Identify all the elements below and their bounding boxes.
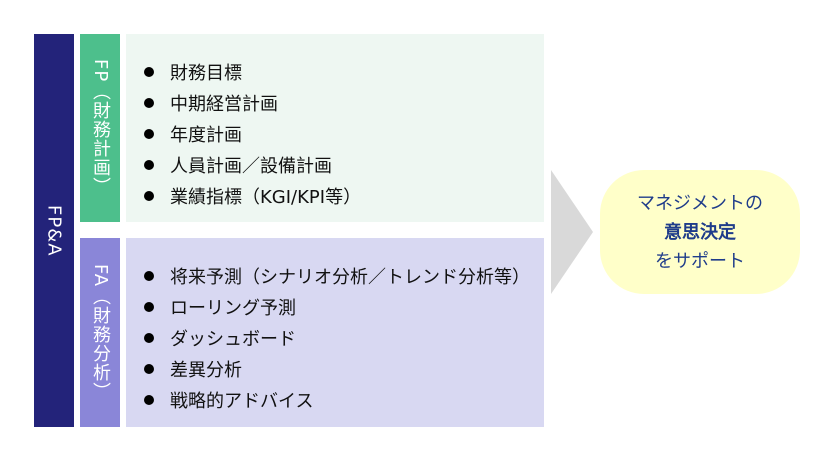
fa-item-label: ローリング予測 <box>170 297 296 319</box>
fa-item: 将来予測（シナリオ分析／トレンド分析等） <box>144 260 544 291</box>
bullet-icon <box>144 363 154 374</box>
fp-panel: 財務目標 中期経営計画 年度計画 人員計画／設備計画 業績指標（KGI/KPI等… <box>126 34 544 222</box>
fp-item: 業績指標（KGI/KPI等） <box>144 180 544 211</box>
fa-item: ローリング予測 <box>144 291 544 322</box>
fa-label: FA（財務分析） <box>90 263 111 401</box>
bullet-icon <box>144 66 154 77</box>
goal-line-3: をサポート <box>655 250 745 272</box>
fp-item-label: 人員計画／設備計画 <box>170 155 332 177</box>
fp-label: FP（財務計画） <box>90 59 111 197</box>
bullet-icon <box>144 159 154 170</box>
fpa-label: FP&A <box>43 204 65 257</box>
chevron-right-icon <box>551 170 593 294</box>
fa-item: ダッシュボード <box>144 322 544 353</box>
arrow-shape <box>551 170 593 294</box>
fa-panel: 将来予測（シナリオ分析／トレンド分析等） ローリング予測 ダッシュボード 差異分… <box>126 238 544 427</box>
fp-item: 人員計画／設備計画 <box>144 149 544 180</box>
bullet-icon <box>144 128 154 139</box>
fa-item-label: 将来予測（シナリオ分析／トレンド分析等） <box>170 266 530 288</box>
bullet-icon <box>144 190 154 201</box>
bullet-icon <box>144 97 154 108</box>
bullet-icon <box>144 301 154 312</box>
fp-item: 財務目標 <box>144 56 544 87</box>
goal-bubble: マネジメントの 意思決定 をサポート <box>600 170 800 294</box>
fp-item-label: 中期経営計画 <box>170 93 278 115</box>
fa-item-label: ダッシュボード <box>170 328 296 350</box>
fa-item-label: 戦略的アドバイス <box>170 390 314 412</box>
fa-item: 戦略的アドバイス <box>144 384 544 415</box>
fp-item: 中期経営計画 <box>144 87 544 118</box>
fp-item-label: 財務目標 <box>170 62 242 84</box>
bullet-icon <box>144 394 154 405</box>
fpa-bar: FP&A <box>34 34 74 427</box>
fp-item: 年度計画 <box>144 118 544 149</box>
fp-bar: FP（財務計画） <box>80 34 120 222</box>
bullet-icon <box>144 270 154 281</box>
goal-line-1: マネジメントの <box>637 192 763 214</box>
bullet-icon <box>144 332 154 343</box>
fp-item-label: 業績指標（KGI/KPI等） <box>170 186 362 208</box>
fp-item-label: 年度計画 <box>170 124 242 146</box>
goal-line-2: 意思決定 <box>664 221 736 243</box>
fa-bar: FA（財務分析） <box>80 238 120 427</box>
fa-item-label: 差異分析 <box>170 359 242 381</box>
fa-item: 差異分析 <box>144 353 544 384</box>
